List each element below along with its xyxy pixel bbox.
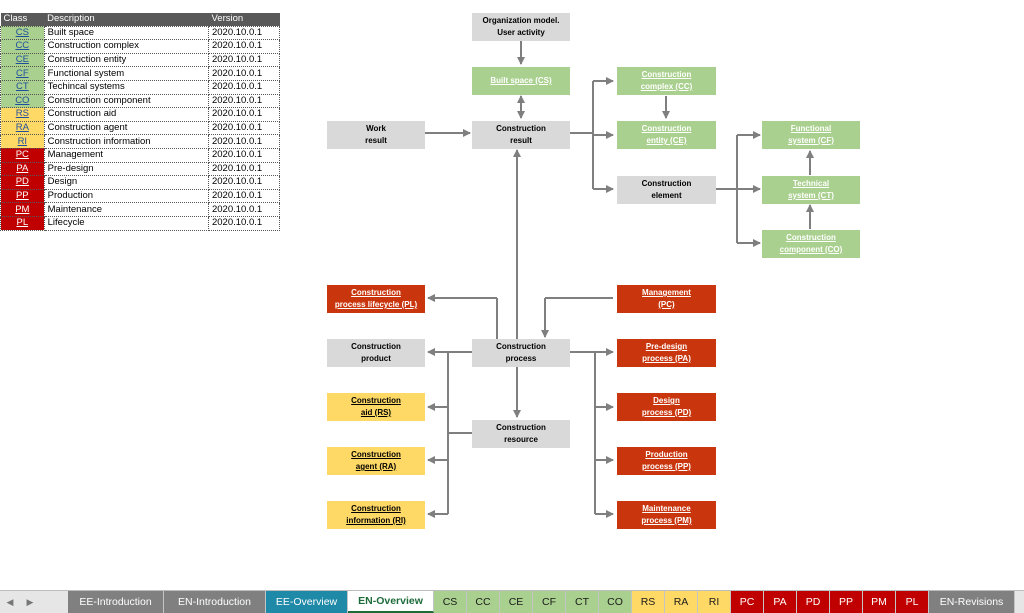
legend-class-cell: CE <box>0 52 45 68</box>
construction-entity-box[interactable]: Construction entity (CE) <box>617 121 716 149</box>
tab-pc[interactable]: PC <box>731 591 764 613</box>
tab-en-overview[interactable]: EN-Overview <box>348 591 434 613</box>
legend-class-link[interactable]: CC <box>15 40 30 52</box>
tab-ee-overview[interactable]: EE-Overview <box>266 591 348 613</box>
construction-information-box[interactable]: Construction information (RI) <box>327 501 425 529</box>
design-process-box[interactable]: Design process (PD) <box>617 393 716 421</box>
maintenance-process-box[interactable]: Maintenance process (PM) <box>617 501 716 529</box>
legend-class-cell: RS <box>0 107 45 122</box>
legend-class-cell: PM <box>0 202 45 217</box>
construction-complex-box[interactable]: Construction complex (CC) <box>617 67 716 95</box>
legend-class-cell: RI <box>0 134 45 149</box>
legend-header-version: Version <box>208 13 280 27</box>
legend-class-link[interactable]: RI <box>17 135 28 147</box>
tab-pl[interactable]: PL <box>896 591 929 613</box>
legend-class-link[interactable]: CE <box>15 54 29 66</box>
classification-diagram: Organization model. User activity Built … <box>327 13 860 529</box>
connector-lines <box>425 40 814 518</box>
legend-class-cell: CT <box>0 79 45 95</box>
work-result-box: Work result <box>327 121 425 149</box>
construction-resource-box: Construction resource <box>472 420 570 448</box>
triangle-right-icon[interactable]: ▶ <box>26 596 34 607</box>
tab-pm[interactable]: PM <box>863 591 896 613</box>
legend-header-description: Description <box>44 13 209 27</box>
legend-class-cell: RA <box>0 120 45 136</box>
tab-ri[interactable]: RI <box>698 591 731 613</box>
construction-agent-box[interactable]: Construction agent (RA) <box>327 447 425 475</box>
legend-class-link[interactable]: CS <box>15 26 29 38</box>
legend-header-class: Class <box>0 13 45 27</box>
triangle-left-icon[interactable]: ◀ <box>6 596 14 607</box>
tab-pp[interactable]: PP <box>830 591 863 613</box>
legend-class-link[interactable]: PA <box>16 162 29 174</box>
legend-class-link[interactable]: PL <box>16 217 29 229</box>
legend-class-cell: PA <box>0 161 45 177</box>
legend-description-cell: Lifecycle <box>43 215 209 231</box>
tab-co[interactable]: CO <box>599 591 632 613</box>
legend-class-link[interactable]: PD <box>15 176 29 188</box>
legend-class-link[interactable]: RA <box>15 122 29 134</box>
tab-cf[interactable]: CF <box>533 591 566 613</box>
legend-header-row: Class Description Version <box>0 13 280 27</box>
tab-ra[interactable]: RA <box>665 591 698 613</box>
legend-class-link[interactable]: CF <box>15 67 29 79</box>
predesign-process-box[interactable]: Pre-design process (PA) <box>617 339 716 367</box>
org-model-box: Organization model. User activity <box>472 13 570 41</box>
built-space-box[interactable]: Built space (CS) <box>472 67 570 95</box>
tab-cc[interactable]: CC <box>467 591 500 613</box>
construction-product-box: Construction product <box>327 339 425 367</box>
construction-aid-box[interactable]: Construction aid (RS) <box>327 393 425 421</box>
legend-class-cell: PL <box>0 215 45 231</box>
legend-class-link[interactable]: RS <box>15 108 29 120</box>
legend-class-link[interactable]: PM <box>15 203 30 215</box>
legend-class-link[interactable]: CO <box>15 94 30 106</box>
legend-class-cell: CO <box>0 93 45 109</box>
tab-pa[interactable]: PA <box>764 591 797 613</box>
functional-system-box[interactable]: Functional system (CF) <box>762 121 860 149</box>
tab-rs[interactable]: RS <box>632 591 665 613</box>
legend-class-cell: CF <box>0 66 45 81</box>
tab-ee-introduction[interactable]: EE-Introduction <box>68 591 164 613</box>
tab-ce[interactable]: CE <box>500 591 533 613</box>
tab-en-introduction[interactable]: EN-Introduction <box>164 591 266 613</box>
tab-en-revisions[interactable]: EN-Revisions <box>929 591 1015 613</box>
tab-cs[interactable]: CS <box>434 591 467 613</box>
legend-class-link[interactable]: PC <box>15 149 29 161</box>
tab-ct[interactable]: CT <box>566 591 599 613</box>
construction-result-box: Construction result <box>472 121 570 149</box>
construction-element-box: Construction element <box>617 176 716 204</box>
tab-bar-spacer <box>40 591 68 613</box>
management-box[interactable]: Management (PC) <box>617 285 716 313</box>
legend-class-link[interactable]: CT <box>15 81 29 93</box>
construction-component-box[interactable]: Construction component (CO) <box>762 230 860 258</box>
legend-class-link[interactable]: PP <box>15 190 29 202</box>
legend-version-cell: 2020.10.0.1 <box>207 215 281 231</box>
tab-pd[interactable]: PD <box>797 591 830 613</box>
construction-process-box: Construction process <box>472 339 570 367</box>
technical-system-box[interactable]: Technical system (CT) <box>762 176 860 204</box>
process-lifecycle-box[interactable]: Construction process lifecycle (PL) <box>327 285 425 313</box>
production-process-box[interactable]: Production process (PP) <box>617 447 716 475</box>
